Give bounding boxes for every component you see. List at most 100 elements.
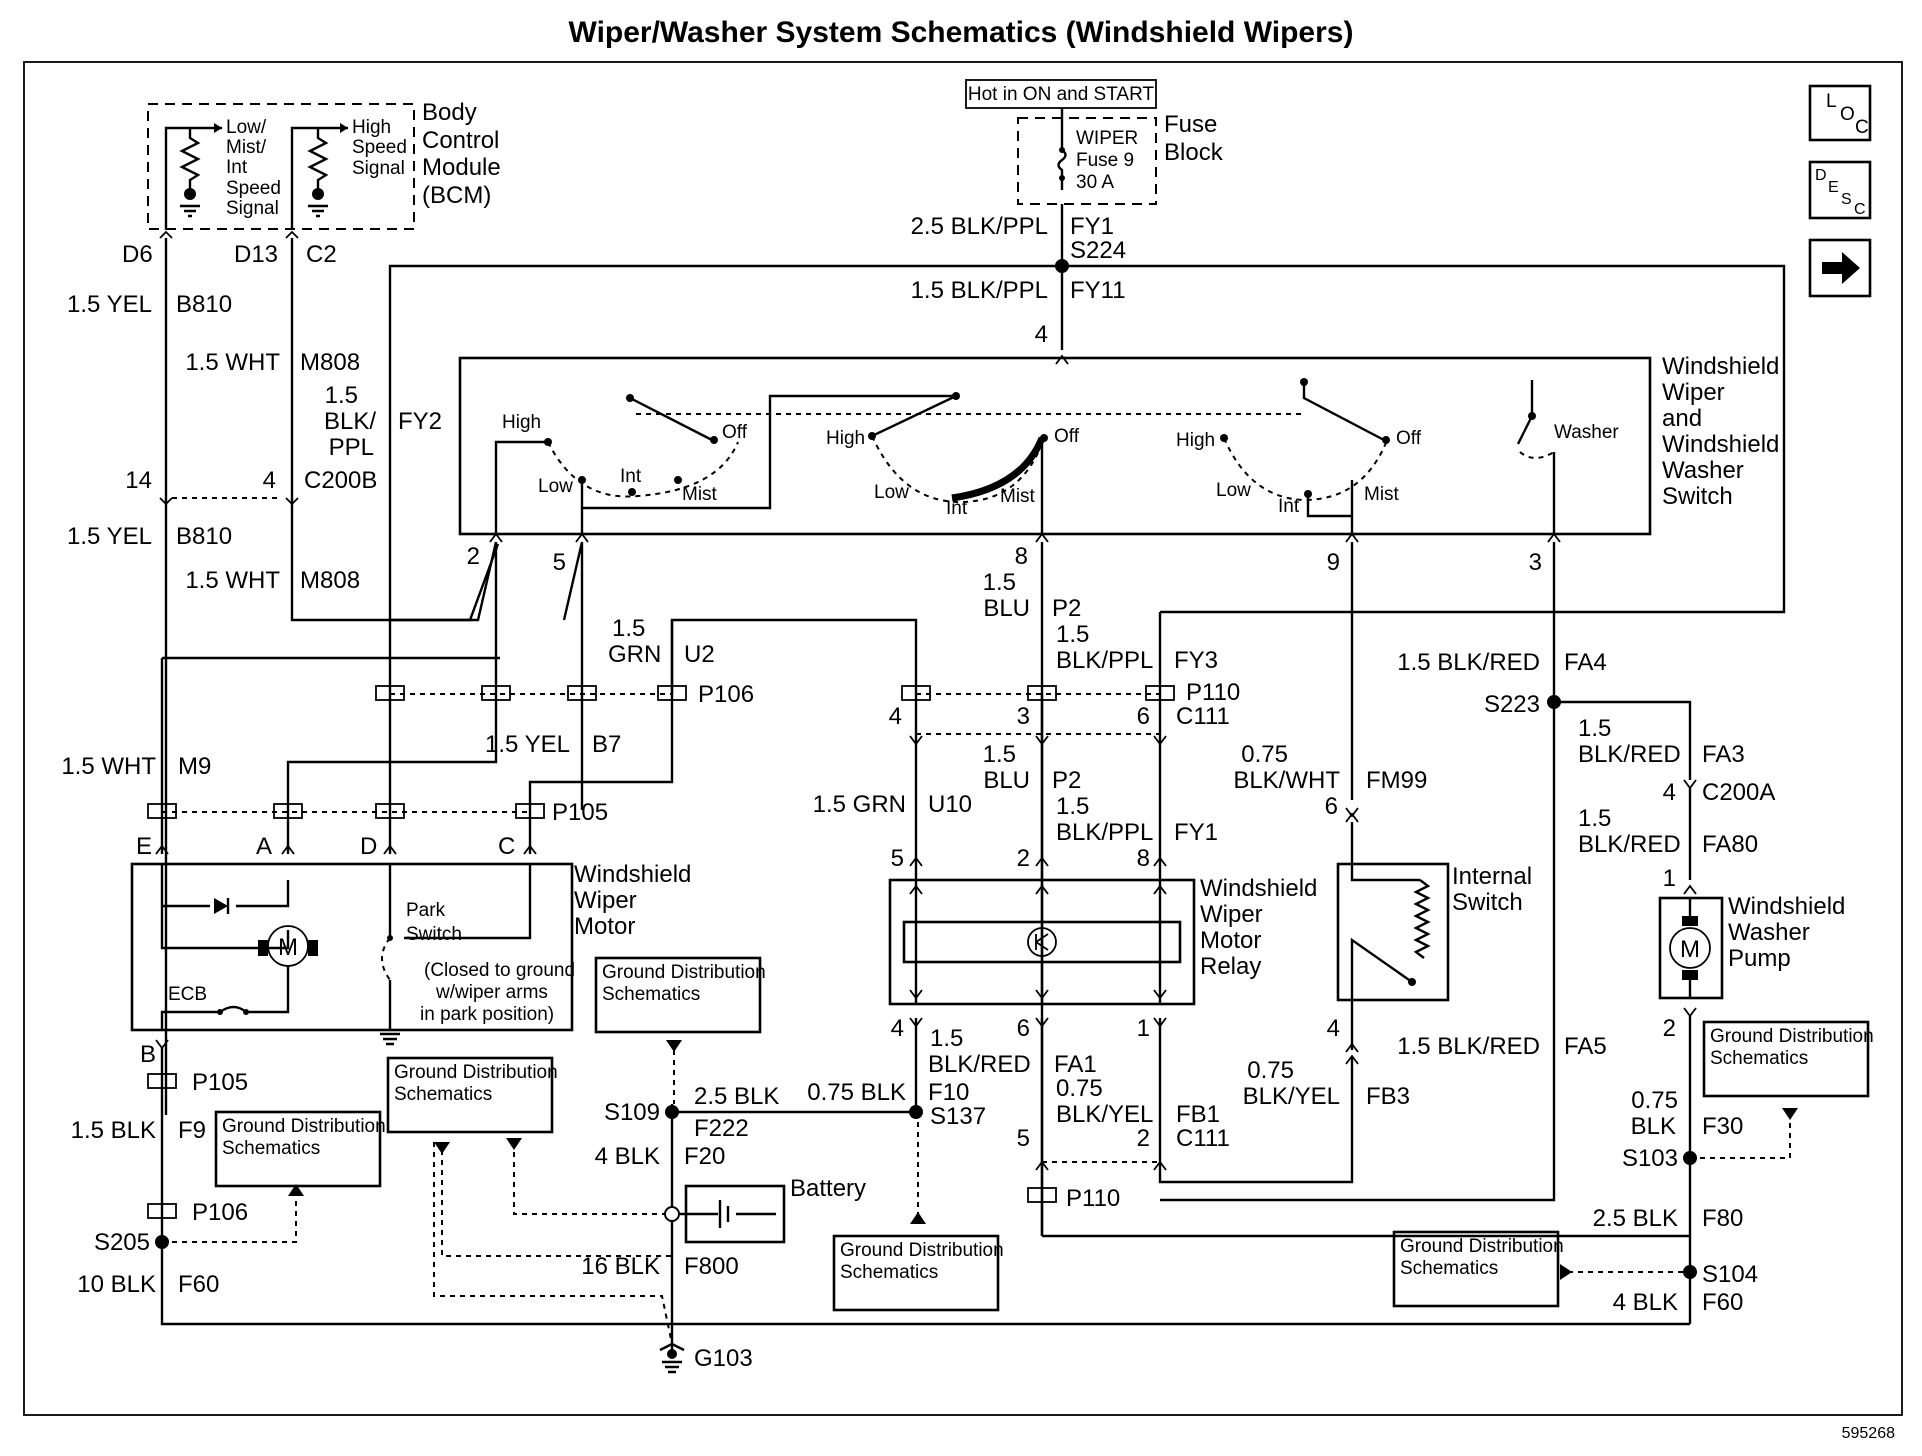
wire-s224-loop xyxy=(388,264,1786,620)
bcm-label-line1: Body xyxy=(422,99,477,126)
u2-size-line1: 1.5 xyxy=(612,615,645,642)
svg-text:L: L xyxy=(1826,91,1837,112)
fy11-label: FY11 xyxy=(1070,277,1126,304)
f800-size: 16 BLK xyxy=(581,1253,660,1280)
fa5-size: 1.5 BLK/RED xyxy=(1397,1033,1540,1060)
fa1-size-line1: 1.5 xyxy=(930,1025,963,1052)
ground-dist-box-1[interactable]: Ground Distribution Schematics xyxy=(214,1110,386,1188)
switch-label-line6: Switch xyxy=(1662,483,1733,510)
s205-label: S205 xyxy=(94,1229,150,1256)
f60-label: F60 xyxy=(178,1271,219,1298)
relay-pin-8: 8 xyxy=(1137,845,1150,872)
f222-size: 2.5 BLK xyxy=(694,1083,779,1110)
pos-low-3: Low xyxy=(1216,480,1251,501)
next-arrow-icon[interactable] xyxy=(1808,238,1872,298)
ground-dist-box-4[interactable]: Ground Distribution Schematics xyxy=(832,1234,1004,1312)
fy2-size-line3: PPL xyxy=(329,434,374,461)
motor-symbol: M xyxy=(278,934,298,961)
fy1-size: 2.5 BLK/PPL xyxy=(911,213,1048,240)
u10-size: 1.5 GRN xyxy=(813,791,906,818)
relay-pin-2: 2 xyxy=(1017,845,1030,872)
c111-pin-6: 6 xyxy=(1137,703,1150,730)
fy1b-size-line2: BLK/PPL xyxy=(1056,819,1153,846)
bcm-label-line3: Module xyxy=(422,154,501,181)
bcm-signal1-line5: Signal xyxy=(226,198,279,219)
switch-pin-3: 3 xyxy=(1529,549,1542,576)
ground-dist-label-lines-1: Schematics xyxy=(1710,1048,1808,1069)
f9-label: F9 xyxy=(178,1117,206,1144)
fb3-label: FB3 xyxy=(1366,1083,1410,1110)
c111-label: C111 xyxy=(1176,703,1230,730)
s109-label: S109 xyxy=(604,1099,660,1126)
fuse-block-label-line2: Block xyxy=(1164,139,1224,166)
loc-icon[interactable]: LOC xyxy=(1808,84,1872,142)
fb3-size-line2: BLK/YEL xyxy=(1243,1083,1340,1110)
splice-s137 xyxy=(909,1105,923,1119)
f800-label: F800 xyxy=(684,1253,739,1280)
ground-dist-box-5[interactable]: Ground Distribution Schematics xyxy=(1392,1230,1564,1308)
switch-label-line1: Windshield xyxy=(1662,353,1779,380)
ground-dist-label-lines-1: Schematics xyxy=(1400,1258,1498,1279)
fm99-size-line1: 0.75 xyxy=(1241,741,1288,768)
m808b-size: 1.5 WHT xyxy=(185,567,280,594)
switch-pin-5: 5 xyxy=(553,549,566,576)
pos-high-2: High xyxy=(826,428,865,449)
ground-dist-label-lines-0: Ground Distribution xyxy=(1400,1236,1564,1257)
park-note-line2: w/wiper arms xyxy=(435,982,548,1003)
fb1-size-line1: 0.75 xyxy=(1056,1075,1103,1102)
fuse-line2: Fuse 9 xyxy=(1076,150,1134,171)
motor-label-line3: Motor xyxy=(574,913,635,940)
ground-dist-box-2[interactable]: Ground Distribution Schematics xyxy=(386,1056,558,1134)
f222-label: F222 xyxy=(694,1115,749,1142)
b810-size: 1.5 YEL xyxy=(67,291,152,318)
ground-dist-label-lines-1: Schematics xyxy=(840,1262,938,1283)
fy11-size: 1.5 BLK/PPL xyxy=(911,277,1048,304)
p106-label: P106 xyxy=(698,681,754,708)
g103-label: G103 xyxy=(694,1345,753,1372)
ground-dist-box-6[interactable]: Ground Distribution Schematics xyxy=(1702,1020,1874,1098)
switch-label-line2: Wiper xyxy=(1662,379,1725,406)
diagram-frame xyxy=(23,61,1903,1416)
c111b-pin-2: 2 xyxy=(1137,1125,1150,1152)
windshield-washer-pump: M Windshield Washer Pump xyxy=(1658,893,1845,1000)
hot-in-on-start-label: Hot in ON and START xyxy=(968,84,1155,105)
fb1-label: FB1 xyxy=(1176,1101,1220,1128)
fy3-size-line1: 1.5 xyxy=(1056,621,1089,648)
park-switch-line2: Switch xyxy=(406,924,462,945)
fa80-size-line2: BLK/RED xyxy=(1578,831,1681,858)
park-note-line3: in park position) xyxy=(420,1004,554,1025)
f60-size: 10 BLK xyxy=(77,1271,156,1298)
u2-size-line2: GRN xyxy=(608,641,661,668)
f60b-size: 4 BLK xyxy=(1613,1289,1678,1316)
ground-dist-box-3[interactable]: Ground Distribution Schematics xyxy=(594,956,766,1034)
bcm-label-line4: (BCM) xyxy=(422,182,491,209)
s137-label: S137 xyxy=(930,1103,986,1130)
f30-size-line1: 0.75 xyxy=(1631,1087,1678,1114)
pump-pin-1: 1 xyxy=(1663,865,1676,892)
pos-low-2: Low xyxy=(874,482,909,503)
fy3-size-line2: BLK/PPL xyxy=(1056,647,1153,674)
fuse-block-label-line1: Fuse xyxy=(1164,111,1217,138)
relay-pin-4: 4 xyxy=(891,1015,904,1042)
svg-text:S: S xyxy=(1841,191,1852,208)
c200a-pin: 4 xyxy=(1663,779,1676,806)
fm99-label: FM99 xyxy=(1366,767,1427,794)
pump-label-line3: Pump xyxy=(1728,945,1791,972)
relay-label-line2: Wiper xyxy=(1200,901,1263,928)
ground-dist-label-lines-1: Schematics xyxy=(394,1084,492,1105)
pump-label-line1: Windshield xyxy=(1728,893,1845,920)
motor-pin-d: D xyxy=(360,833,377,860)
pos-int-2: Int xyxy=(946,498,968,519)
fa80-size-line1: 1.5 xyxy=(1578,805,1611,832)
ground-dist-label-lines-0: Ground Distribution xyxy=(602,962,766,983)
p110b-label: P110 xyxy=(1066,1185,1120,1212)
s223-label: S223 xyxy=(1484,691,1540,718)
battery-label: Battery xyxy=(790,1175,866,1202)
fa5-label: FA5 xyxy=(1564,1033,1607,1060)
wiper-washer-switch: Windshield Wiper and Windshield Washer S… xyxy=(458,353,1779,576)
motor-label-line2: Wiper xyxy=(574,887,637,914)
pos-int-1: Int xyxy=(620,466,642,487)
fb3-pin: 4 xyxy=(1327,1015,1340,1042)
